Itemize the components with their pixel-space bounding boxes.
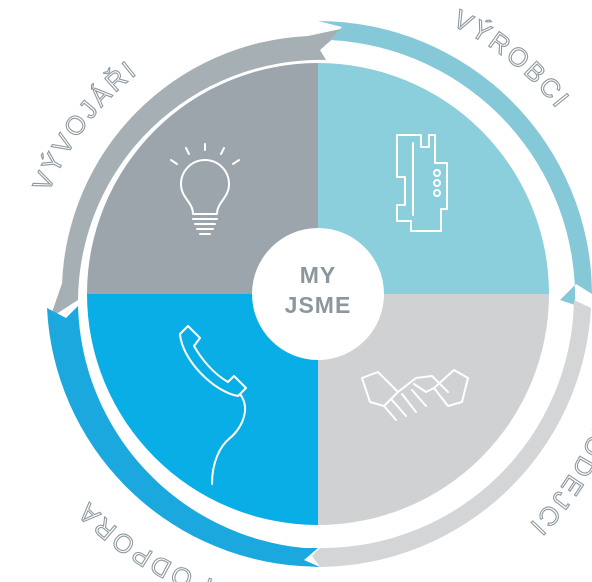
- din-rail-module-icon: [396, 134, 448, 232]
- label-vyrobci: VÝROBCI: [449, 4, 577, 115]
- center-line-2: JSME: [285, 292, 352, 318]
- arrow-vyvojari: [50, 28, 345, 318]
- arrow-podpora: [47, 306, 320, 567]
- center-line-1: MY: [300, 262, 337, 288]
- center-hub: [252, 228, 384, 360]
- quadrant-disc: [87, 63, 549, 525]
- handshake-icon: [361, 369, 469, 421]
- label-podpora: PODPORA: [70, 495, 215, 582]
- telephone-handset-icon: [179, 325, 247, 485]
- light-bulb-icon: [170, 143, 240, 235]
- arrow-prodejci: [312, 300, 591, 567]
- arrow-vyrobci: [318, 21, 592, 305]
